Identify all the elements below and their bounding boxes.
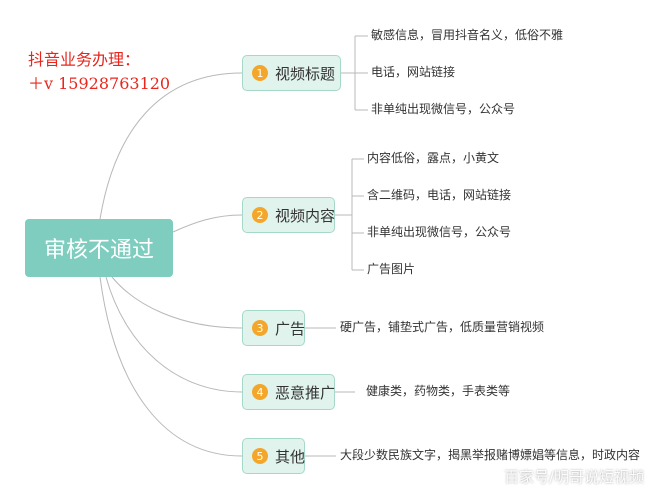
leaf-item: 硬广告，铺垫式广告，低质量营销视频 — [340, 320, 545, 334]
topic-label: 广告 — [275, 319, 306, 338]
topic-number-badge: 4 — [252, 384, 268, 400]
topic-label: 其他 — [275, 447, 306, 466]
root-node: 审核不通过 — [25, 219, 173, 277]
leaf-item: 健康类，药物类，手表类等 — [366, 384, 511, 398]
topic-node-1: 1 视频标题 — [242, 55, 341, 91]
topic-number-badge: 1 — [252, 65, 268, 81]
connector-topic-4 — [105, 276, 243, 393]
bracket-topic-2 — [335, 158, 364, 271]
topic-label: 视频内容 — [275, 206, 336, 225]
topic-node-3: 3 广告 — [242, 310, 305, 346]
connector-topic-1 — [99, 72, 243, 220]
root-label: 审核不通过 — [43, 238, 154, 263]
leaf-item: 非单纯出现微信号，公众号 — [371, 102, 516, 116]
connector-topic-2 — [172, 214, 243, 233]
topic-node-4: 4 恶意推广 — [242, 374, 335, 410]
topic-label: 恶意推广 — [275, 383, 336, 402]
topic-number-badge: 2 — [252, 207, 268, 223]
topic-node-5: 5 其他 — [242, 438, 305, 474]
leaf-item: 非单纯出现微信号，公众号 — [367, 225, 512, 239]
leaf-item: 广告图片 — [367, 262, 416, 276]
watermark-text: 百家号/明哥说短视频 — [503, 468, 644, 486]
promo-line-2: ＋v 15928763120 — [28, 74, 171, 93]
leaf-item: 大段少数民族文字，揭黑举报赌博嫖娼等信息，时政内容 — [340, 448, 641, 462]
topic-number-badge: 3 — [252, 320, 268, 336]
topic-node-2: 2 视频内容 — [242, 197, 335, 233]
leaf-item: 含二维码，电话，网站链接 — [367, 188, 512, 202]
leaf-item: 电话，网站链接 — [371, 65, 456, 79]
connector-topic-5 — [99, 276, 243, 457]
topic-number-badge: 5 — [252, 448, 268, 464]
connector-topic-3 — [111, 276, 243, 329]
promo-line-1: 抖音业务办理： — [28, 50, 141, 69]
topic-label: 视频标题 — [275, 64, 336, 83]
bracket-topic-1 — [341, 35, 368, 111]
leaf-item: 内容低俗，露点，小黄文 — [367, 151, 500, 165]
leaf-item: 敏感信息，冒用抖音名义，低俗不雅 — [371, 28, 564, 42]
